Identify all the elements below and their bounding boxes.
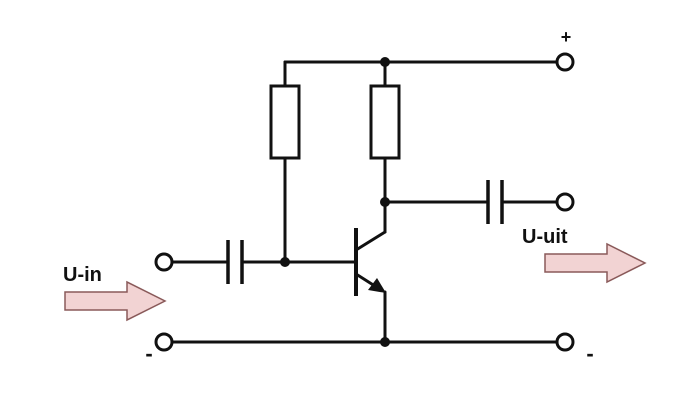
output-arrow-icon	[544, 242, 647, 284]
npn-transistor	[354, 228, 387, 344]
junction-dot-collector	[380, 197, 390, 207]
transistor-collector-lead	[354, 230, 387, 252]
input-arrow-icon	[64, 280, 167, 322]
terminal-output-ground	[555, 332, 575, 352]
label-input: U-in	[63, 264, 102, 286]
emitter-arrow-icon	[368, 278, 386, 293]
label-input-minus: -	[145, 341, 152, 366]
base-bias-resistor	[269, 84, 301, 160]
terminal-input	[154, 252, 174, 272]
terminal-input-ground	[154, 332, 174, 352]
junction-dot-ground	[380, 337, 390, 347]
label-output-minus: -	[586, 341, 593, 366]
label-output: U-uit	[522, 226, 568, 248]
collector-resistor	[369, 84, 401, 160]
terminal-supply-plus	[555, 52, 575, 72]
label-supply-plus: +	[561, 27, 572, 47]
terminal-output	[555, 192, 575, 212]
junction-dot-supply	[380, 57, 390, 67]
junction-dot-base	[280, 257, 290, 267]
